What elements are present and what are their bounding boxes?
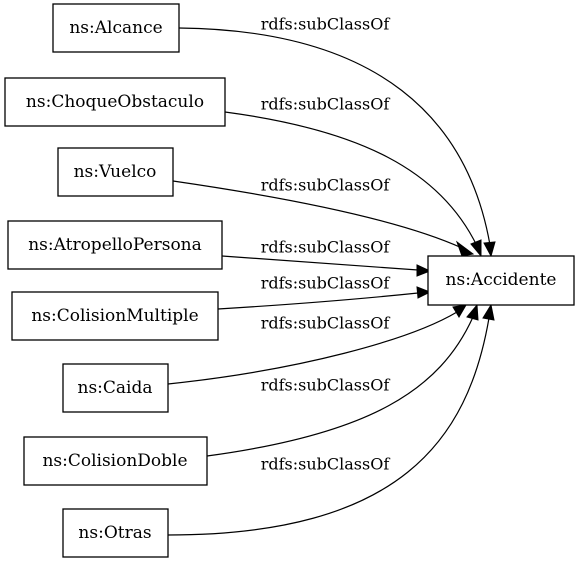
node-otras[interactable]: ns:Otras	[62, 508, 169, 558]
node-label-atropello-persona: ns:AtropelloPersona	[28, 235, 202, 255]
node-box-vuelco	[57, 147, 174, 197]
edge-arrowhead-atropello-persona	[416, 264, 432, 277]
node-accidente[interactable]: ns:Accidente	[427, 255, 575, 306]
edge-arrowhead-choque-obstaculo	[470, 239, 482, 258]
node-colision-doble[interactable]: ns:ColisionDoble	[23, 436, 208, 486]
node-label-choque-obstaculo: ns:ChoqueObstaculo	[26, 92, 204, 112]
node-colision-multiple[interactable]: ns:ColisionMultiple	[11, 291, 219, 341]
edge-label-choque-obstaculo: rdfs:subClassOf	[261, 95, 391, 114]
edge-colision-multiple	[217, 292, 419, 310]
node-label-vuelco: ns:Vuelco	[74, 162, 157, 182]
edge-label-colision-multiple: rdfs:subClassOf	[261, 274, 391, 293]
edge-label-atropello-persona: rdfs:subClassOf	[261, 238, 391, 257]
edge-arrowhead-colision-doble	[466, 303, 479, 321]
edge-colision-doble	[206, 316, 474, 457]
edge-choque-obstaculo	[224, 111, 478, 247]
node-caida[interactable]: ns:Caida	[62, 363, 169, 413]
edge-arrowhead-otras	[482, 303, 495, 321]
edge-label-colision-doble: rdfs:subClassOf	[261, 376, 391, 395]
node-box-atropello-persona	[7, 220, 223, 270]
node-box-otras	[62, 508, 169, 558]
edge-arrowhead-caida	[452, 304, 467, 318]
edges	[167, 27, 496, 536]
node-label-caida: ns:Caida	[78, 378, 153, 398]
edge-label-vuelco: rdfs:subClassOf	[261, 176, 391, 195]
edge-arrowhead-alcance	[483, 241, 496, 258]
node-atropello-persona[interactable]: ns:AtropelloPersona	[7, 220, 223, 270]
node-box-choque-obstaculo	[4, 77, 226, 127]
node-alcance[interactable]: ns:Alcance	[52, 3, 180, 53]
edge-otras	[167, 317, 490, 536]
node-box-accidente	[427, 255, 575, 306]
edge-vuelco	[172, 180, 463, 249]
edge-label-caida: rdfs:subClassOf	[261, 314, 391, 333]
node-label-accidente: ns:Accidente	[446, 270, 557, 290]
node-box-caida	[62, 363, 169, 413]
node-box-colision-multiple	[11, 291, 219, 341]
node-box-colision-doble	[23, 436, 208, 486]
edge-arrowhead-vuelco	[455, 240, 475, 257]
node-label-colision-multiple: ns:ColisionMultiple	[31, 306, 198, 326]
node-vuelco[interactable]: ns:Vuelco	[57, 147, 174, 197]
node-box-alcance	[52, 3, 180, 53]
edge-label-alcance: rdfs:subClassOf	[261, 15, 391, 34]
edge-label-otras: rdfs:subClassOf	[261, 455, 391, 474]
edge-atropello-persona	[221, 255, 419, 271]
node-label-colision-doble: ns:ColisionDoble	[42, 451, 187, 471]
edge-arrowhead-colision-multiple	[416, 286, 432, 299]
edge-caida	[167, 311, 458, 385]
node-choque-obstaculo[interactable]: ns:ChoqueObstaculo	[4, 77, 226, 127]
node-label-alcance: ns:Alcance	[69, 18, 162, 38]
edge-labels: rdfs:subClassOf rdfs:subClassOf rdfs:sub…	[261, 15, 391, 474]
edge-alcance	[178, 27, 491, 246]
node-label-otras: ns:Otras	[78, 523, 151, 543]
